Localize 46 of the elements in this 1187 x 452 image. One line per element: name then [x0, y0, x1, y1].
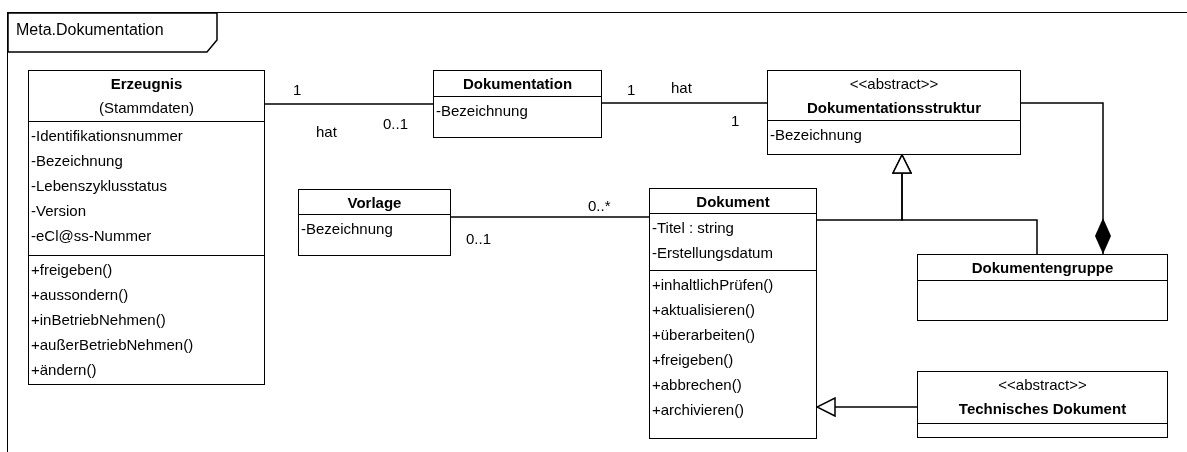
class-box — [298, 189, 451, 256]
class-name: Dokumentationsstruktur — [805, 98, 983, 118]
frame-title: Meta.Dokumentation — [16, 21, 164, 39]
class-name: Technisches Dokument — [957, 399, 1128, 419]
class-name: Erzeugnis — [109, 74, 184, 94]
operation: +ändern() — [31, 360, 98, 380]
class-box — [917, 254, 1168, 321]
attribute: -Lebenszyklusstatus — [31, 176, 168, 196]
stereotype: <<abstract>> — [997, 375, 1088, 395]
class-box — [767, 70, 1021, 155]
attribute: -Identifikationsnummer — [31, 126, 184, 146]
class-box — [433, 70, 602, 138]
attribute: -Erstellungsdatum — [652, 243, 774, 263]
stereotype: <<abstract>> — [848, 74, 940, 94]
class-box — [917, 371, 1168, 438]
generalization-arrow — [816, 397, 918, 417]
class-box — [28, 70, 265, 385]
association-line — [450, 216, 650, 218]
operation: +außerBetriebNehmen() — [31, 335, 195, 355]
package-frame — [7, 12, 1187, 452]
operation: +freigeben() — [31, 260, 114, 280]
attribute: -Bezeichnung — [770, 125, 863, 145]
operation: +überarbeiten() — [652, 325, 756, 345]
class-name: Dokumentengruppe — [970, 258, 1115, 278]
attribute: -eCl@ss-Nummer — [31, 226, 153, 246]
attribute: -Bezeichnung — [301, 219, 394, 239]
operation: +inBetriebNehmen() — [31, 310, 167, 330]
operation: +aktualisieren() — [652, 300, 756, 320]
attribute: -Bezeichnung — [31, 151, 124, 171]
attribute: -Titel : string — [652, 218, 735, 238]
class-name: Vorlage — [346, 193, 403, 213]
attribute: -Bezeichnung — [436, 101, 529, 121]
composition-line — [1020, 102, 1111, 255]
class-box — [649, 188, 817, 439]
operation: +abbrechen() — [652, 375, 743, 395]
class-subtitle: (Stammdaten) — [97, 98, 195, 118]
class-name: Dokumentation — [461, 74, 574, 94]
association-line — [264, 103, 434, 105]
generalization-arrow — [892, 154, 1038, 255]
class-name: Dokument — [695, 192, 771, 212]
operation: +aussondern() — [31, 285, 130, 305]
operation: +freigeben() — [652, 350, 735, 370]
operation: +archivieren() — [652, 400, 746, 420]
attribute: -Version — [31, 201, 88, 221]
association-line — [601, 102, 768, 104]
operation: +inhaltlichPrüfen() — [652, 275, 775, 295]
